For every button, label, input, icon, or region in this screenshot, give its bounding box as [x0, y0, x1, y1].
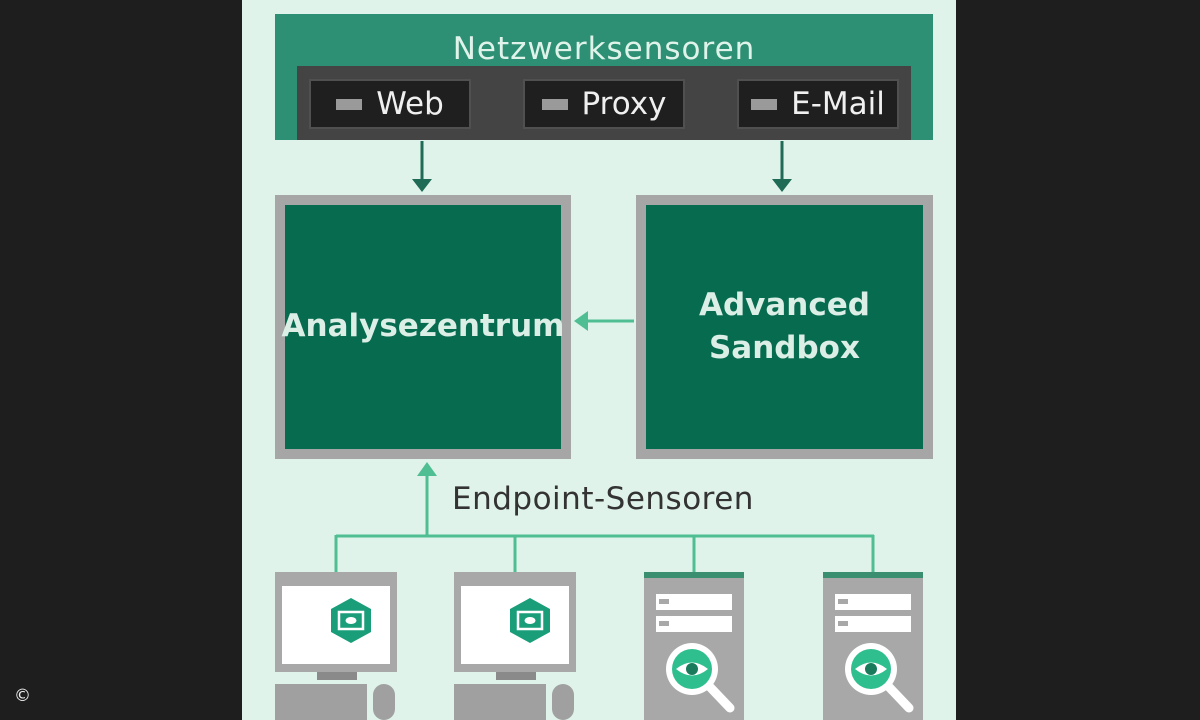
network-sensors-title: Netzwerksensoren	[452, 31, 756, 67]
network-sensors-group: Netzwerksensoren Web Proxy E-Mail	[275, 14, 933, 140]
sensor-email: E-Mail	[737, 79, 899, 129]
server-endpoint-1	[644, 572, 744, 720]
magnifier-eye-icon	[845, 643, 914, 713]
sensor-led-icon	[751, 98, 778, 110]
endpoint-connector-tree	[334, 462, 875, 572]
arrow-sandbox-to-analysis	[574, 311, 634, 331]
eye-hexagon-icon	[331, 598, 371, 643]
sensor-web: Web	[309, 79, 471, 129]
diagram-panel: Netzwerksensoren Web Proxy E-Mail Analys…	[242, 0, 956, 720]
sensor-web-label: Web	[376, 85, 444, 122]
copyright-mark: ©	[14, 686, 31, 706]
advanced-sandbox-box: Advanced Sandbox	[636, 195, 933, 459]
desktop-endpoint-2	[454, 572, 576, 720]
arrow-web-to-analysis	[412, 141, 432, 192]
advanced-sandbox-label: Advanced Sandbox	[699, 284, 870, 371]
magnifier-eye-icon	[666, 643, 735, 713]
sandbox-label-line2: Sandbox	[708, 330, 860, 366]
network-sensors-tray: Web Proxy E-Mail	[297, 66, 911, 140]
arrow-email-to-sandbox	[772, 141, 792, 192]
sensor-email-label: E-Mail	[791, 85, 885, 122]
endpoint-sensors-title: Endpoint-Sensoren	[452, 481, 754, 517]
sensor-proxy-label: Proxy	[581, 85, 667, 122]
server-endpoint-2	[823, 572, 923, 720]
sensor-led-icon	[336, 98, 363, 110]
connector-lines	[334, 141, 875, 572]
sandbox-label-line1: Advanced	[699, 286, 870, 323]
analysis-center-label: Analysezentrum	[281, 308, 565, 345]
eye-hexagon-icon	[510, 598, 550, 643]
analysis-center-box: Analysezentrum	[275, 195, 571, 459]
sensor-led-icon	[541, 98, 568, 110]
desktop-endpoint-1	[275, 572, 397, 720]
sensor-proxy: Proxy	[523, 79, 685, 129]
